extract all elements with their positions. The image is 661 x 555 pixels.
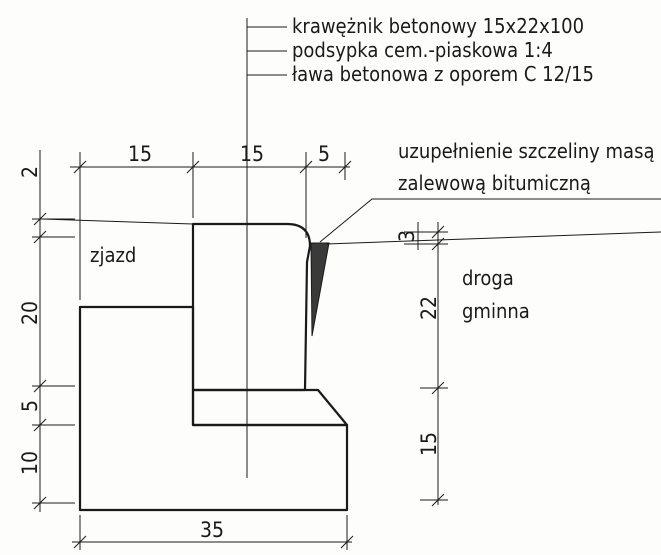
joint-annotation-line2: zalewową bitumiczną — [398, 171, 591, 195]
driveway-surface-line — [41, 218, 194, 225]
concrete-curb-shape — [191, 222, 312, 392]
joint-annotation-line1: uzupełnienie szczeliny masą — [398, 139, 654, 163]
dim-top-right: 5 — [318, 142, 330, 166]
dim-left-20: 20 — [18, 301, 42, 325]
dim-right-15: 15 — [417, 432, 441, 456]
dim-bottom-width: 35 — [200, 518, 224, 542]
bitumen-joint-fill — [310, 242, 330, 337]
legend-item-bench: ława betonowa z oporem C 12/15 — [292, 62, 594, 86]
dim-right-22: 22 — [417, 296, 441, 320]
right-dimension-chain — [404, 222, 448, 507]
road-label-line2: gminna — [462, 299, 530, 323]
bottom-dimension — [72, 515, 354, 550]
dim-left-2: 2 — [18, 166, 42, 178]
legend-item-bedding: podsypka cem.-piaskowa 1:4 — [292, 38, 553, 62]
driveway-label: zjazd — [90, 243, 136, 267]
top-dimension-chain — [70, 152, 352, 300]
sand-bedding-layer — [191, 388, 349, 427]
dim-top-left: 15 — [128, 142, 152, 166]
left-dimension-chain — [32, 150, 75, 512]
dim-left-5: 5 — [18, 400, 42, 412]
joint-annotation-leader — [319, 198, 661, 243]
legend-item-curb: krawężnik betonowy 15x22x100 — [292, 14, 584, 38]
road-label-line1: droga — [462, 266, 514, 290]
dim-left-10: 10 — [18, 451, 42, 475]
dim-top-middle: 15 — [240, 142, 264, 166]
road-surface-line — [325, 231, 661, 245]
dim-right-3: 3 — [395, 230, 419, 242]
concrete-bench-shape — [78, 305, 349, 512]
